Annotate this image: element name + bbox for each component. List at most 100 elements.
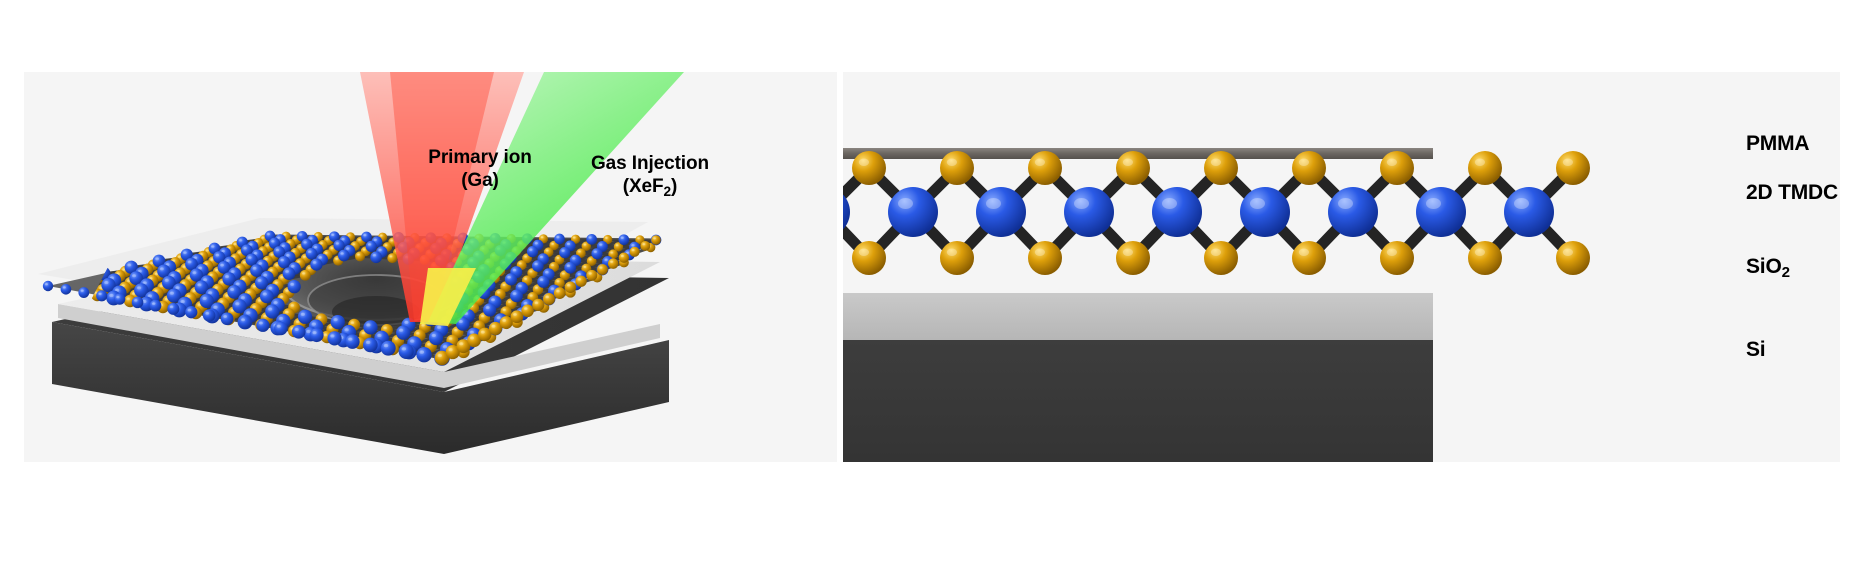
edge-metal-atom bbox=[78, 287, 90, 298]
chalcogen-atom bbox=[940, 241, 974, 275]
metal-atom bbox=[240, 244, 253, 257]
metal-atom bbox=[310, 258, 323, 271]
chalcogen-atom bbox=[354, 251, 366, 262]
metal-atom bbox=[259, 289, 274, 304]
edge-metal-atom bbox=[398, 343, 414, 360]
metal-atom bbox=[232, 299, 247, 314]
edge-metal-atom bbox=[96, 290, 108, 302]
primary-ion-beam-core bbox=[390, 72, 494, 320]
chalcogen-atom bbox=[387, 253, 398, 264]
metal-atom bbox=[180, 248, 193, 261]
tmdc-chain-atoms bbox=[843, 151, 1590, 275]
metal-atom bbox=[333, 239, 345, 251]
stack-label-2d-tmdc: 2D TMDC bbox=[1746, 181, 1838, 204]
metal-atom bbox=[157, 264, 171, 278]
edge-chalcogen-atom bbox=[467, 333, 481, 348]
edge-chalcogen-atom bbox=[597, 264, 608, 275]
chalcogen-atom bbox=[1204, 151, 1238, 185]
metal-atom bbox=[330, 314, 345, 330]
edge-chalcogen-atom bbox=[640, 240, 651, 251]
metal-atom bbox=[526, 246, 539, 258]
edge-chalcogen-atom bbox=[564, 281, 577, 293]
edge-chalcogen-atom bbox=[445, 345, 460, 360]
edge-metal-atom bbox=[345, 334, 360, 349]
chalcogen-atom bbox=[1380, 151, 1414, 185]
metal-atom bbox=[328, 231, 340, 243]
xef2-subscript: 2 bbox=[663, 183, 672, 199]
metal-atom bbox=[1416, 187, 1466, 237]
metal-atom bbox=[504, 273, 518, 286]
edge-metal-atom bbox=[42, 280, 54, 292]
metal-atom bbox=[1152, 187, 1202, 237]
xef2-suffix: ) bbox=[671, 176, 678, 198]
chalcogen-atom bbox=[1116, 151, 1150, 185]
left-panel-graphic bbox=[24, 72, 837, 462]
chalcogen-atom bbox=[852, 241, 886, 275]
edge-chalcogen-atom bbox=[478, 327, 492, 342]
metal-atom bbox=[976, 187, 1026, 237]
metal-atom bbox=[337, 249, 350, 262]
metal-atom bbox=[254, 276, 269, 290]
edge-metal-atom bbox=[256, 318, 270, 332]
chalcogen-atom bbox=[608, 249, 618, 260]
edge-metal-atom bbox=[220, 312, 234, 326]
metal-atom bbox=[586, 233, 598, 245]
metal-atom bbox=[213, 251, 226, 264]
edge-metal-atom bbox=[60, 283, 72, 295]
metal-atom bbox=[287, 279, 301, 294]
metal-atom bbox=[297, 309, 313, 324]
chalcogen-atom bbox=[1116, 241, 1150, 275]
edge-chalcogen-atom bbox=[510, 310, 524, 324]
tmdc-edge-atoms bbox=[42, 235, 661, 366]
edge-metal-atom bbox=[291, 324, 306, 339]
panel-left-3d-schematic: Primary ion (Ga) Gas Injection (XeF2) bbox=[24, 72, 837, 462]
metal-atom bbox=[1328, 187, 1378, 237]
chalcogen-atom bbox=[586, 256, 597, 266]
chalcogen-atom bbox=[613, 242, 624, 252]
edge-metal-atom bbox=[274, 321, 288, 336]
chalcogen-atom bbox=[852, 151, 886, 185]
metal-atom bbox=[268, 237, 281, 249]
metal-atom bbox=[273, 246, 286, 258]
metal-atom bbox=[227, 284, 242, 299]
metal-atom bbox=[134, 283, 149, 298]
metal-atom bbox=[305, 247, 318, 260]
metal-atom bbox=[483, 303, 497, 317]
chalcogen-atom bbox=[299, 269, 311, 281]
metal-atom bbox=[189, 268, 204, 282]
edge-metal-atom bbox=[380, 340, 396, 356]
edge-metal-atom bbox=[327, 331, 342, 346]
metal-atom bbox=[843, 194, 850, 230]
primary-ion-beam bbox=[360, 72, 524, 322]
metal-atom bbox=[1240, 187, 1290, 237]
metal-atom bbox=[510, 289, 523, 303]
metal-atom bbox=[1064, 187, 1114, 237]
metal-atom bbox=[265, 304, 280, 319]
metal-atom bbox=[250, 264, 263, 277]
right-panel-graphic bbox=[843, 72, 1840, 462]
gas-injection-label-line2: (XeF2) bbox=[552, 175, 748, 199]
edge-chalcogen-atom bbox=[651, 235, 661, 245]
edge-metal-atom bbox=[113, 293, 126, 305]
metal-atom bbox=[152, 254, 166, 268]
edge-metal-atom bbox=[149, 299, 162, 312]
metal-atom bbox=[396, 325, 411, 340]
edge-metal-atom bbox=[416, 347, 432, 363]
metal-atom bbox=[428, 330, 444, 346]
metal-atom bbox=[618, 234, 630, 246]
chalcogen-atom bbox=[603, 234, 613, 245]
metal-atom bbox=[554, 233, 565, 245]
chalcogen-atom bbox=[581, 241, 591, 251]
metal-atom bbox=[282, 267, 296, 281]
metal-atom bbox=[370, 251, 383, 264]
metal-atom bbox=[124, 260, 138, 274]
metal-atom bbox=[361, 231, 372, 243]
chalcogen-atom bbox=[1292, 241, 1326, 275]
edge-chalcogen-atom bbox=[532, 298, 545, 312]
metal-atom bbox=[194, 280, 209, 295]
edge-chalcogen-atom bbox=[488, 321, 503, 336]
metal-atom bbox=[277, 256, 291, 269]
metal-atom bbox=[166, 288, 182, 303]
metal-atom bbox=[185, 257, 198, 271]
primary-ion-label-line1: Primary ion bbox=[428, 147, 532, 168]
